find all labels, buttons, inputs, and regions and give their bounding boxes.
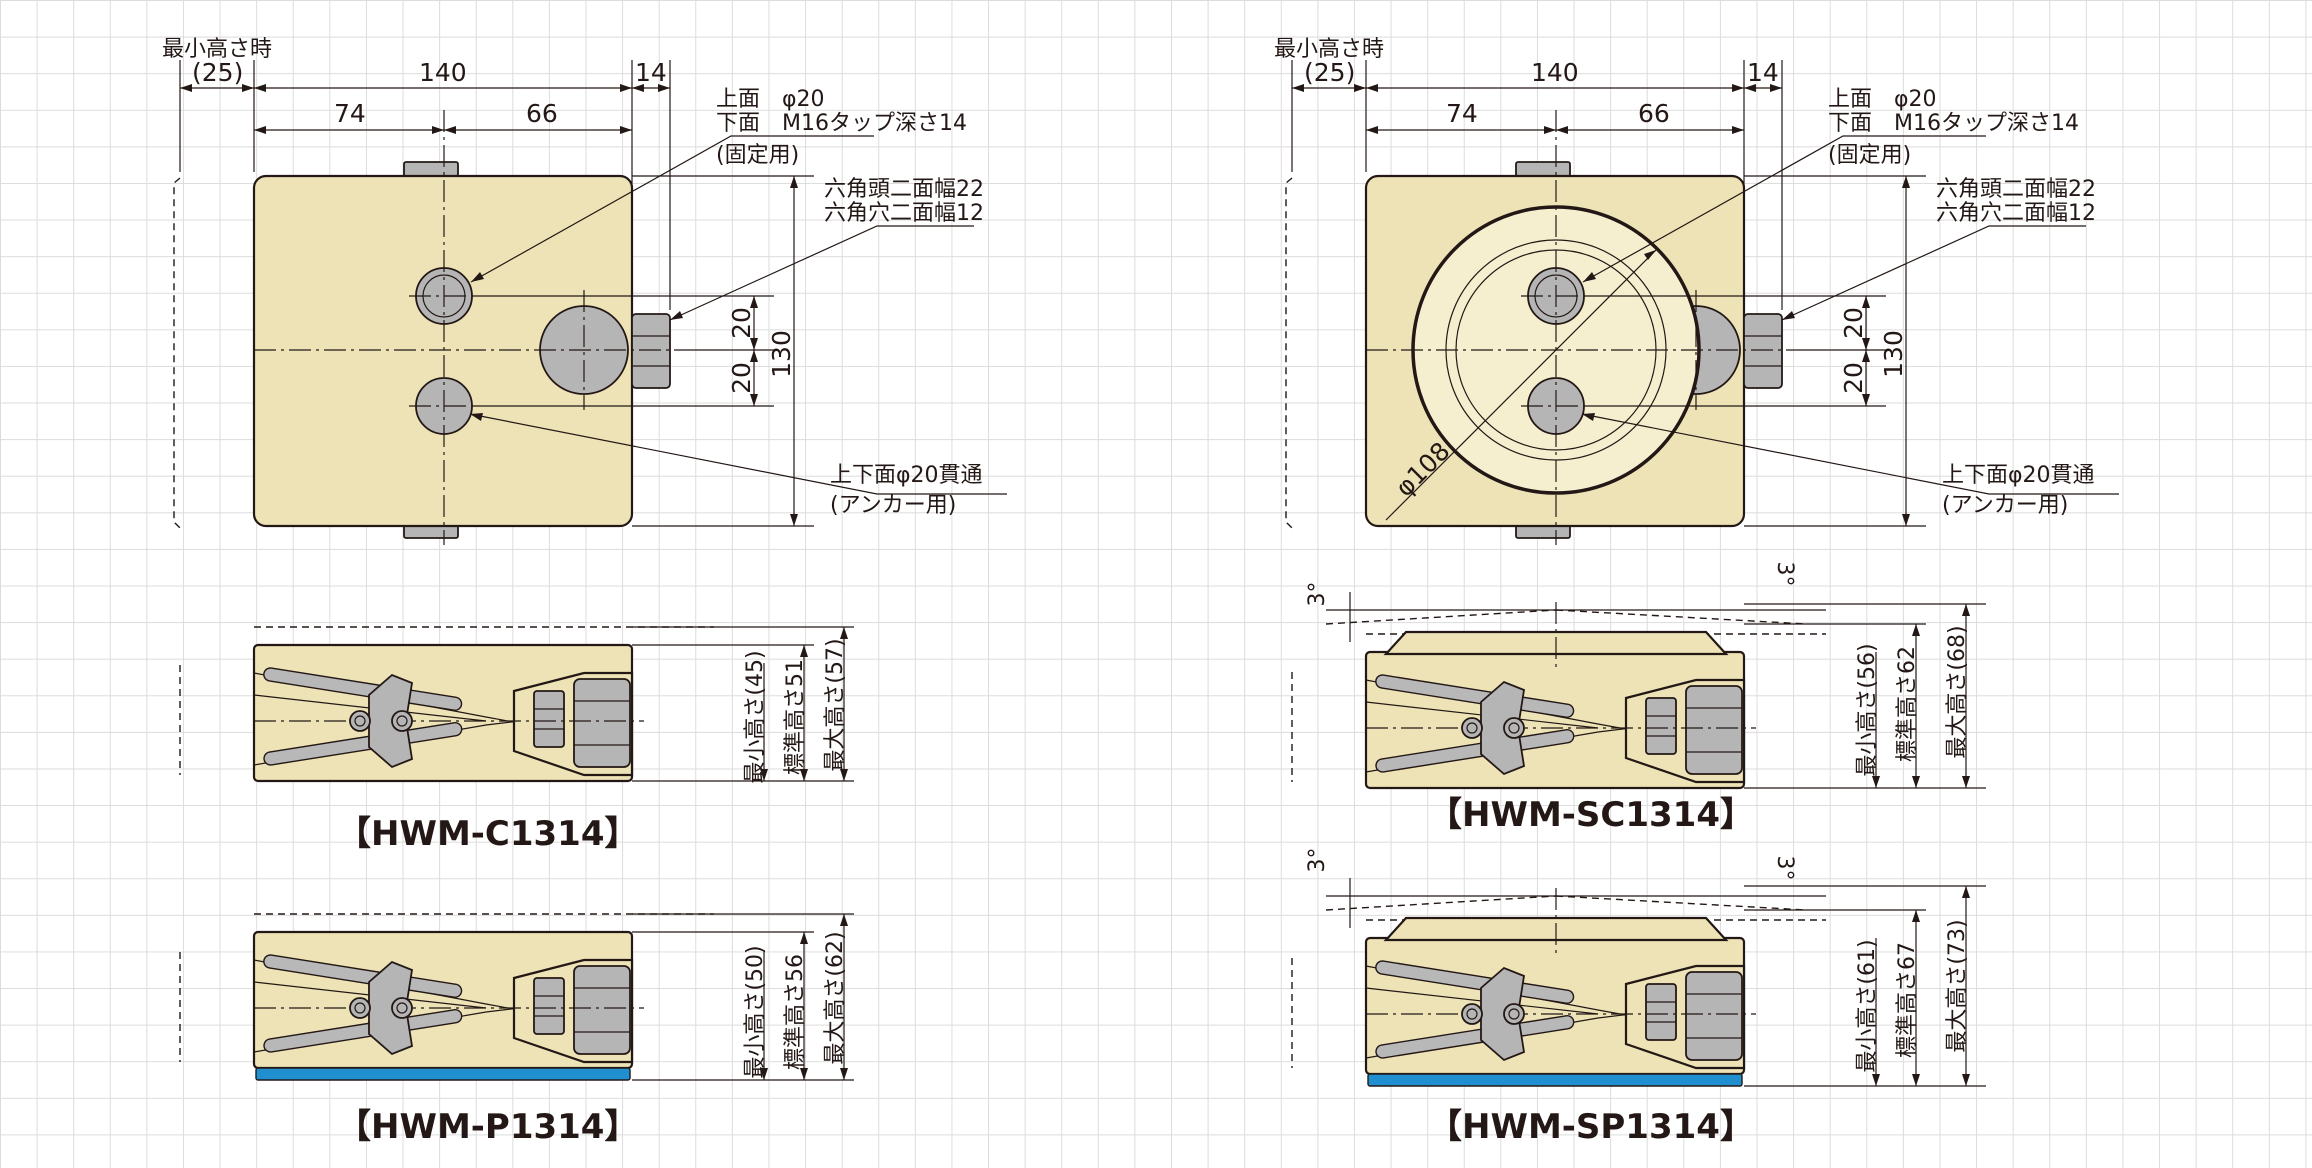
max-height: 最大高さ(73) [1945, 919, 1970, 1052]
dim-20-lower: 20 [1839, 362, 1868, 394]
note-through-hole: 上下面φ20貫通 [1942, 463, 2095, 488]
tilt-angle-right: 3° [1772, 856, 1797, 881]
caption-hwm-c1314: 【HWM-C1314】 [337, 814, 638, 854]
tilt-angle-left: 3° [1305, 582, 1330, 607]
note-hex-socket: 六角穴二面幅12 [1936, 201, 2096, 226]
note-through-hole: 上下面φ20貫通 [830, 463, 983, 488]
plan-view-sc1314: 最小高さ時 (25) 140 14 74 66 130 20 20 φ108 上… [1274, 37, 2120, 546]
note-anchor: (アンカー用) [830, 493, 956, 518]
note-bottom-face: 下面 M16タップ深さ14 [1828, 111, 2079, 136]
dim-14: 14 [635, 58, 667, 87]
note-bottom-face: 下面 M16タップ深さ14 [716, 111, 967, 136]
dim-20-lower: 20 [727, 362, 756, 394]
side-view-c1314: 最小高さ(45) 標準高さ51 最大高さ(57) 【HWM-C1314】 [178, 625, 854, 854]
side-view-sc1314: 3° 3° 最小高さ(56) 標準高さ62 最大高さ(68) 【HWM-SC13… [1290, 562, 1986, 835]
min-height: 最小高さ(56) [1855, 643, 1880, 776]
caption-hwm-sp1314: 【HWM-SP1314】 [1428, 1107, 1754, 1147]
note-hex-head: 六角頭二面幅22 [1936, 177, 2096, 202]
side-view-p1314: 最小高さ(50) 標準高さ56 最大高さ(62) 【HWM-P1314】 [178, 912, 854, 1147]
min-height: 最小高さ(61) [1855, 939, 1880, 1072]
caption-hwm-p1314: 【HWM-P1314】 [337, 1107, 638, 1147]
max-height: 最大高さ(68) [1945, 625, 1970, 758]
caption-hwm-sc1314: 【HWM-SC1314】 [1428, 795, 1754, 835]
dim-20-upper: 20 [1839, 307, 1868, 339]
min-height-label: 最小高さ時 [1274, 37, 1384, 62]
std-height: 標準高さ62 [1895, 646, 1920, 762]
min-height: 最小高さ(45) [743, 650, 768, 783]
std-height: 標準高さ56 [783, 954, 808, 1070]
dim-14: 14 [1747, 58, 1779, 87]
side-view-sp1314: 3° 3° 最小高さ(61) 標準高さ67 最大高さ(73) 【HWM-SP13… [1290, 848, 1986, 1147]
note-top-face: 上面 φ20 [1828, 87, 1937, 112]
max-height: 最大高さ(62) [823, 931, 848, 1064]
plan-view-c1314: 最小高さ時 (25) 140 14 74 66 130 20 20 上面 φ20… [162, 37, 1008, 546]
dim-66: 66 [526, 99, 558, 128]
std-height: 標準高さ51 [783, 659, 808, 775]
std-height: 標準高さ67 [1895, 942, 1920, 1058]
dim-130: 130 [767, 330, 796, 378]
min-height: 最小高さ(50) [743, 945, 768, 1078]
note-fixing: (固定用) [1828, 143, 1911, 168]
dim-74: 74 [1446, 99, 1478, 128]
dim-66: 66 [1638, 99, 1670, 128]
dim-140: 140 [419, 58, 467, 87]
max-height: 最大高さ(57) [823, 638, 848, 771]
dim-25: (25) [192, 58, 243, 87]
dim-20-upper: 20 [727, 307, 756, 339]
min-height-label: 最小高さ時 [162, 37, 272, 62]
dim-140: 140 [1531, 58, 1579, 87]
note-hex-head: 六角頭二面幅22 [824, 177, 984, 202]
note-hex-socket: 六角穴二面幅12 [824, 201, 984, 226]
dim-130: 130 [1879, 330, 1908, 378]
note-top-face: 上面 φ20 [716, 87, 825, 112]
note-fixing: (固定用) [716, 143, 799, 168]
tilt-angle-left: 3° [1305, 848, 1330, 873]
dim-25: (25) [1304, 58, 1355, 87]
note-anchor: (アンカー用) [1942, 493, 2068, 518]
dim-74: 74 [334, 99, 366, 128]
tilt-angle-right: 3° [1772, 562, 1797, 587]
